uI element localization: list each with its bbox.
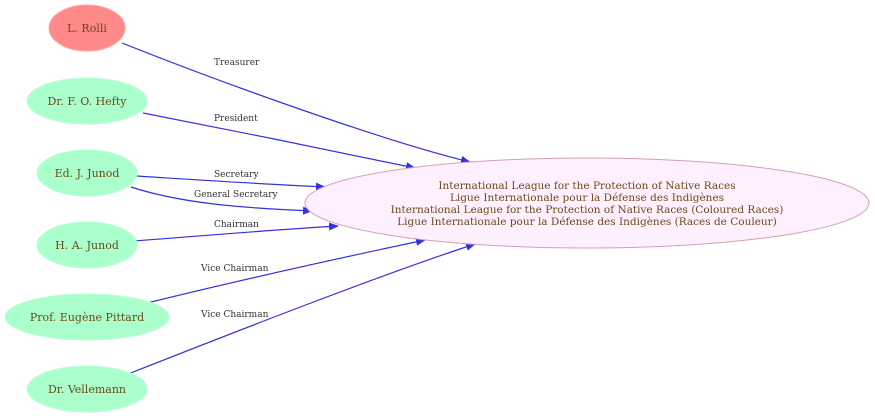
- node-shape: [4, 293, 170, 341]
- center-node-shape: [304, 157, 870, 249]
- node-pittard[interactable]: Prof. Eugène Pittard: [4, 293, 170, 341]
- center-label-line-4: Ligue Internationale pour la Défense des…: [397, 216, 777, 228]
- node-rolli[interactable]: L. Rolli: [48, 4, 126, 52]
- center-label-line-1: International League for the Protection …: [438, 180, 735, 192]
- edge-edjunod-general: [130, 186, 313, 215]
- node-shape: [26, 77, 148, 125]
- edges: [121, 42, 476, 375]
- node-label: Dr. Vellemann: [48, 383, 126, 396]
- edge-label-chairman: Chairman: [214, 220, 259, 230]
- node-label: Dr. F. O. Hefty: [48, 95, 128, 108]
- edge-hajunod: [132, 222, 339, 242]
- node-shape: [36, 149, 138, 197]
- node-label: H. A. Junod: [55, 239, 119, 252]
- node-shape: [48, 4, 126, 52]
- node-hefty[interactable]: Dr. F. O. Hefty: [26, 77, 148, 125]
- node-edjunod[interactable]: Ed. J. Junod: [36, 149, 138, 197]
- center-label-line-3: International League for the Protection …: [391, 204, 784, 216]
- edge-label-vice-chairman-2: Vice Chairman: [200, 310, 269, 320]
- edge-label-treasurer: Treasurer: [214, 58, 260, 68]
- edge-label-president: President: [214, 114, 258, 124]
- edge-vellemann: [127, 242, 476, 375]
- edge-label-general-secretary: General Secretary: [194, 190, 278, 200]
- edge-pittard: [146, 237, 426, 304]
- node-label: Ed. J. Junod: [55, 167, 120, 180]
- node-hajunod[interactable]: H. A. Junod: [36, 221, 138, 269]
- node-shape: [36, 221, 138, 269]
- edge-labels: Treasurer President Secretary General Se…: [194, 58, 278, 320]
- node-league[interactable]: International League for the Protection …: [304, 157, 870, 249]
- edge-label-secretary: Secretary: [214, 170, 259, 180]
- edge-hefty: [142, 112, 416, 171]
- edge-label-vice-chairman-1: Vice Chairman: [200, 264, 269, 274]
- edge-rolli: [121, 42, 471, 164]
- center-label-line-2: Ligue Internationale pour la Défense des…: [450, 192, 724, 204]
- edge-edjunod-secretary: [135, 175, 326, 191]
- node-label: Prof. Eugène Pittard: [30, 311, 144, 324]
- node-shape: [26, 365, 148, 413]
- node-vellemann[interactable]: Dr. Vellemann: [26, 365, 148, 413]
- node-label: L. Rolli: [67, 22, 107, 35]
